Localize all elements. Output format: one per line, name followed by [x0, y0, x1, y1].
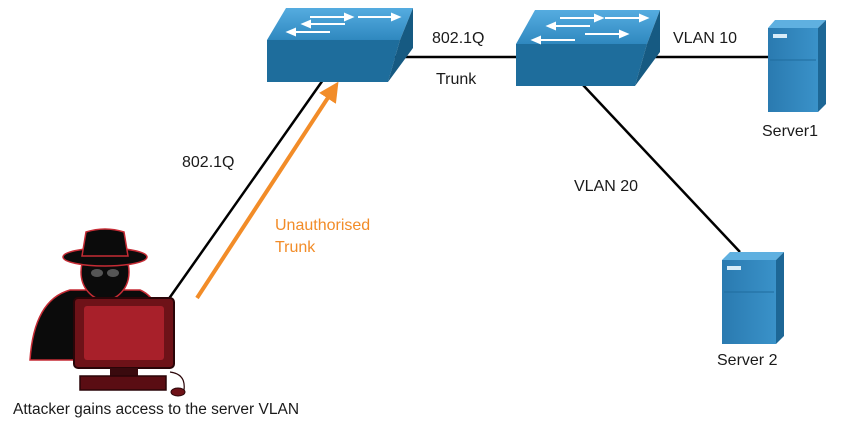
label-unauthorised-line2: Trunk	[275, 239, 316, 256]
label-attacker-link-protocol: 802.1Q	[182, 154, 235, 171]
label-unauthorised-trunk: Unauthorised Trunk	[275, 215, 370, 259]
diagram-caption: Attacker gains access to the server VLAN	[13, 401, 300, 418]
hacker-workstation-icon	[29, 228, 186, 397]
label-server1: Server1	[762, 123, 819, 140]
label-server2: Server 2	[717, 352, 778, 369]
unauthorised-trunk-arrow	[195, 81, 339, 300]
attacker-link	[166, 79, 325, 301]
vlan20-link	[582, 84, 741, 253]
label-vlan10: VLAN 10	[673, 30, 738, 47]
server2-icon	[722, 252, 784, 344]
server1-icon	[768, 20, 826, 112]
label-unauthorised-line1: Unauthorised	[275, 217, 371, 234]
label-trunk-protocol: 802.1Q	[432, 30, 485, 47]
label-trunk: Trunk	[436, 71, 477, 88]
switch-right-icon	[516, 10, 660, 86]
switch-left-icon	[267, 8, 413, 82]
label-vlan20: VLAN 20	[574, 178, 639, 195]
